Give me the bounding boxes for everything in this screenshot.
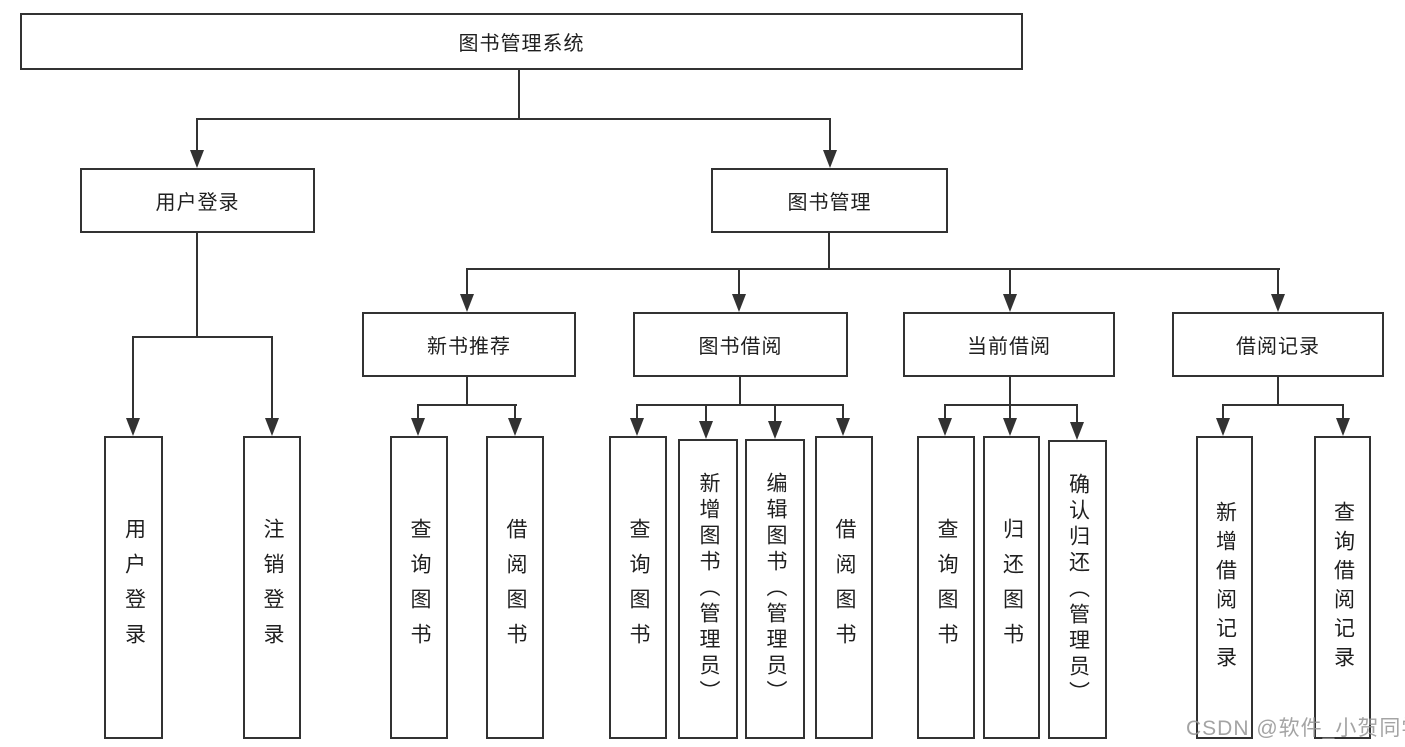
arrow-to-new-book-rec: [460, 294, 474, 312]
arrow-to-current-borrow: [1003, 294, 1017, 312]
connector-bookborrow-child4-stem: [842, 404, 844, 420]
connector-currentborrow-child3-stem: [1076, 404, 1078, 424]
connector-newbookrec-stem: [466, 377, 468, 406]
connector-to-bookborrow-stem: [738, 268, 740, 296]
leaf-user-login-label: 用户登录: [122, 517, 146, 658]
node-book-borrow: 图书借阅: [633, 312, 848, 377]
leaf-confirm-return-admin: 确认归还（管理员）: [1048, 440, 1107, 739]
connector-bookmgmt-hbar: [466, 268, 1280, 270]
arrow-to-leaf-borrow-book-2: [836, 418, 850, 436]
connector-currentborrow-stem: [1009, 377, 1011, 406]
leaf-logout-label: 注销登录: [261, 517, 284, 658]
connector-bookmgmt-stem: [828, 233, 830, 270]
node-borrow-records: 借阅记录: [1172, 312, 1384, 377]
node-book-mgmt-label: 图书管理: [787, 192, 872, 214]
connector-borrowrecords-hbar: [1222, 404, 1344, 406]
leaf-add-book-admin-label: 新增图书（管理员）: [697, 472, 720, 706]
node-user-login: 用户登录: [80, 168, 315, 233]
leaf-borrow-book-2-label: 借阅图书: [833, 517, 856, 658]
leaf-return-book: 归还图书: [983, 436, 1040, 739]
csdn-watermark: CSDN @软件_小贺同学: [1186, 717, 1405, 740]
arrow-to-leaf-add-book: [699, 421, 713, 439]
leaf-borrow-book-1: 借阅图书: [486, 436, 544, 739]
connector-bookborrow-hbar: [636, 404, 844, 406]
connector-newbookrec-hbar: [417, 404, 517, 406]
connector-root-to-userlogin-stem: [196, 118, 198, 152]
arrow-to-leaf-return-book: [1003, 418, 1017, 436]
connector-userlogin-stem: [196, 233, 198, 338]
node-new-book-rec-label: 新书推荐: [427, 336, 511, 358]
leaf-query-book-1: 查询图书: [390, 436, 448, 739]
node-borrow-records-label: 借阅记录: [1236, 336, 1320, 358]
leaf-query-borrow-record: 查询借阅记录: [1314, 436, 1371, 739]
connector-userlogin-child2-stem: [271, 336, 273, 420]
connector-bookborrow-child2-stem: [705, 404, 707, 423]
connector-currentborrow-child1-stem: [944, 404, 946, 420]
connector-to-currentborrow-stem: [1009, 268, 1011, 296]
connector-userlogin-hbar: [132, 336, 273, 338]
node-root-label: 图书管理系统: [458, 33, 585, 55]
connector-root-to-bookmgmt-stem: [829, 118, 831, 152]
leaf-borrow-book-1-label: 借阅图书: [504, 517, 527, 658]
arrow-to-book-mgmt: [823, 150, 837, 168]
leaf-user-login: 用户登录: [104, 436, 163, 739]
arrow-to-book-borrow: [732, 294, 746, 312]
arrow-to-leaf-logout: [265, 418, 279, 436]
leaf-query-book-3: 查询图书: [917, 436, 975, 739]
arrow-to-borrow-records: [1271, 294, 1285, 312]
arrow-to-leaf-query-record: [1336, 418, 1350, 436]
leaf-query-borrow-record-label: 查询借阅记录: [1331, 500, 1355, 675]
leaf-borrow-book-2: 借阅图书: [815, 436, 873, 739]
arrow-to-leaf-confirm-return: [1070, 422, 1084, 440]
connector-borrowrecords-stem: [1277, 377, 1279, 406]
node-book-borrow-label: 图书借阅: [698, 336, 783, 358]
connector-root-hbar: [196, 118, 831, 120]
arrow-to-leaf-user-login: [126, 418, 140, 436]
arrow-to-leaf-query-book-1: [411, 418, 425, 436]
connector-currentborrow-child2-stem: [1009, 404, 1011, 420]
connector-newbookrec-child1-stem: [417, 404, 419, 420]
connector-root-stem: [518, 70, 520, 119]
leaf-add-book-admin: 新增图书（管理员）: [678, 439, 738, 739]
leaf-query-book-1-label: 查询图书: [408, 517, 431, 658]
leaf-query-book-3-label: 查询图书: [935, 517, 958, 658]
leaf-logout: 注销登录: [243, 436, 301, 739]
leaf-query-book-2: 查询图书: [609, 436, 667, 739]
node-new-book-rec: 新书推荐: [362, 312, 576, 377]
arrow-to-leaf-edit-book: [768, 421, 782, 439]
connector-bookborrow-stem: [739, 377, 741, 406]
leaf-query-book-2-label: 查询图书: [627, 517, 650, 658]
node-book-mgmt: 图书管理: [711, 168, 948, 233]
connector-userlogin-child1-stem: [132, 336, 134, 420]
leaf-edit-book-admin-label: 编辑图书（管理员）: [764, 472, 787, 706]
connector-borrowrecords-child1-stem: [1222, 404, 1224, 420]
leaf-edit-book-admin: 编辑图书（管理员）: [745, 439, 805, 739]
arrow-to-leaf-query-book-2: [630, 418, 644, 436]
arrow-to-leaf-borrow-book-1: [508, 418, 522, 436]
node-current-borrow-label: 当前借阅: [967, 336, 1051, 358]
arrow-to-leaf-add-record: [1216, 418, 1230, 436]
node-current-borrow: 当前借阅: [903, 312, 1115, 377]
leaf-return-book-label: 归还图书: [1000, 517, 1024, 658]
leaf-add-borrow-record-label: 新增借阅记录: [1213, 500, 1237, 675]
arrow-to-user-login: [190, 150, 204, 168]
node-user-login-label: 用户登录: [155, 192, 240, 214]
node-root-library-system: 图书管理系统: [20, 13, 1023, 70]
connector-currentborrow-hbar: [944, 404, 1078, 406]
connector-bookborrow-child1-stem: [636, 404, 638, 420]
leaf-add-borrow-record: 新增借阅记录: [1196, 436, 1253, 739]
arrow-to-leaf-query-book-3: [938, 418, 952, 436]
leaf-confirm-return-admin-label: 确认归还（管理员）: [1066, 472, 1090, 707]
connector-bookborrow-child3-stem: [774, 404, 776, 423]
connector-to-borrowrecords-stem: [1277, 268, 1279, 296]
connector-borrowrecords-child2-stem: [1342, 404, 1344, 420]
connector-newbookrec-child2-stem: [514, 404, 516, 420]
connector-to-newbookrec-stem: [466, 268, 468, 296]
